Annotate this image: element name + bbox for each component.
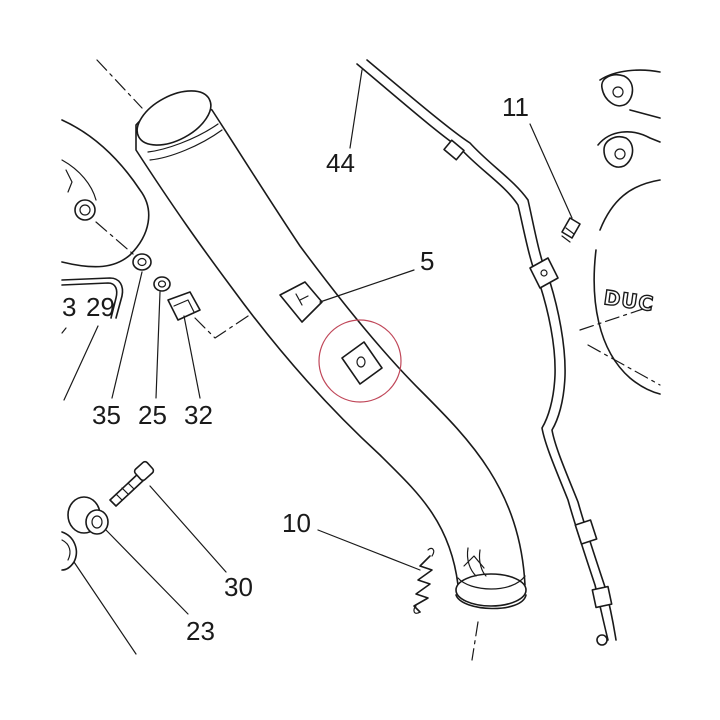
washer-35 [132,253,152,271]
callout-5: 5 [420,246,434,276]
highlighted-mounting-tab [318,319,402,403]
side-cover [61,119,150,268]
callout-3: 3 [62,292,76,322]
cover-edge-bracket [61,277,124,319]
engine-logo: DUC [602,284,657,316]
callout-10: 10 [282,508,311,538]
bolt-30 [109,460,155,507]
rubber-mount-edge [61,531,78,571]
callout-29: 29 [86,292,115,322]
clip-nut-32 [167,291,201,321]
callout-44: 44 [326,148,355,178]
exhaust-pipe [135,90,527,610]
leader-lines [61,69,573,655]
engine-casing: DUC [593,69,661,395]
spring-10 [413,547,435,614]
callout-11: 11 [502,92,529,122]
washer-25 [153,276,171,292]
svg-text:DUC: DUC [602,285,655,316]
callout-25: 25 [138,400,167,430]
callout-30: 30 [224,572,253,602]
cable-clip [529,257,559,289]
part-callouts: 44 11 5 3 29 35 25 32 10 30 23 [62,92,529,646]
callout-32: 32 [184,400,213,430]
assembly-centerlines [95,59,661,661]
highlight-circle [318,319,402,403]
grommet-23 [67,496,109,535]
callout-23: 23 [186,616,215,646]
pipe-bracket-clip [279,281,323,323]
cable [356,59,617,646]
callout-35: 35 [92,400,121,430]
bolt-11 [561,217,581,243]
